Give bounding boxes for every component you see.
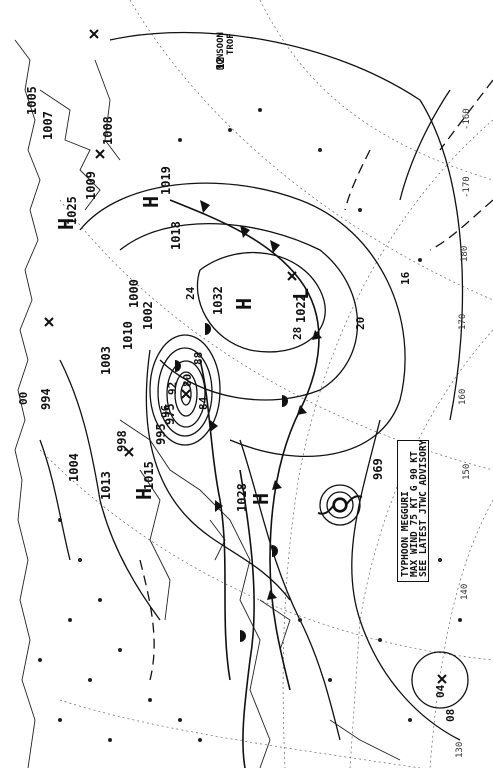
center-h-1032: H — [232, 297, 256, 310]
lat-lon-grid — [39, 0, 493, 768]
iso-28: 28 — [291, 326, 304, 340]
advisory-line-3: SEE LATEST JTWC ADVISORY — [418, 439, 429, 577]
value-969: 969 — [371, 458, 385, 480]
value-1007: 1007 — [41, 111, 55, 140]
iso-24: 24 — [184, 286, 197, 300]
grid-130: 130 — [455, 741, 465, 758]
value-1000: 1000 — [127, 279, 141, 308]
iso-00: 00 — [17, 391, 30, 405]
value-995: 995 — [154, 423, 168, 445]
grid-160: 160 — [458, 388, 468, 405]
grid-m160: -160 — [462, 108, 472, 130]
grid-180: 180 — [460, 245, 470, 262]
value-1005: 1005 — [25, 86, 39, 115]
grid-m170: -170 — [462, 176, 472, 198]
value-1028: 1028 — [235, 483, 249, 512]
grid-150: 150 — [462, 463, 472, 480]
grid-140: 140 — [460, 583, 470, 600]
iso-92: 92 — [166, 381, 179, 395]
grid-170: 170 — [458, 313, 468, 330]
iso-20: 20 — [354, 316, 367, 330]
center-h-1019: H — [139, 195, 163, 208]
value-1009: 1009 — [84, 171, 98, 200]
iso-88: 88 — [192, 351, 205, 365]
center-marks — [44, 29, 447, 684]
value-1018: 1018 — [169, 221, 183, 250]
value-1003: 1003 — [99, 346, 113, 375]
typhoon-symbol — [317, 495, 363, 515]
trough-lines — [139, 79, 493, 681]
value-1002: 1002 — [141, 301, 155, 330]
value-1008: 1008 — [101, 116, 115, 145]
iso-96: 96 — [159, 404, 172, 418]
coastlines — [14, 39, 401, 768]
value-1022: 1022 — [294, 294, 308, 323]
value-1004: 1004 — [67, 453, 81, 482]
value-1032: 1032 — [211, 286, 225, 315]
isobars — [39, 31, 469, 741]
typhoon-advisory-box: TYPHOON MEGGURI MAX WIND 75 KT G 90 KT S… — [397, 440, 429, 582]
value-998: 998 — [115, 430, 129, 452]
front-symbols — [175, 200, 322, 642]
iso-84: 84 — [197, 396, 210, 410]
center-h-1028: H — [249, 492, 273, 505]
value-1010: 1010 — [121, 321, 135, 350]
station-plots — [38, 108, 462, 742]
value-1015: 1015 — [142, 461, 156, 490]
value-1013: 1013 — [99, 471, 113, 500]
value-1019: 1019 — [159, 166, 173, 195]
iso-16: 16 — [399, 271, 412, 285]
iso-04: 04 — [434, 684, 447, 698]
value-994: 994 — [39, 388, 53, 410]
iso-80: 80 — [181, 373, 194, 387]
monsoon-label-2: TROF — [226, 33, 236, 55]
value-1025: 1025 — [65, 196, 79, 225]
iso-08: 08 — [444, 708, 457, 722]
